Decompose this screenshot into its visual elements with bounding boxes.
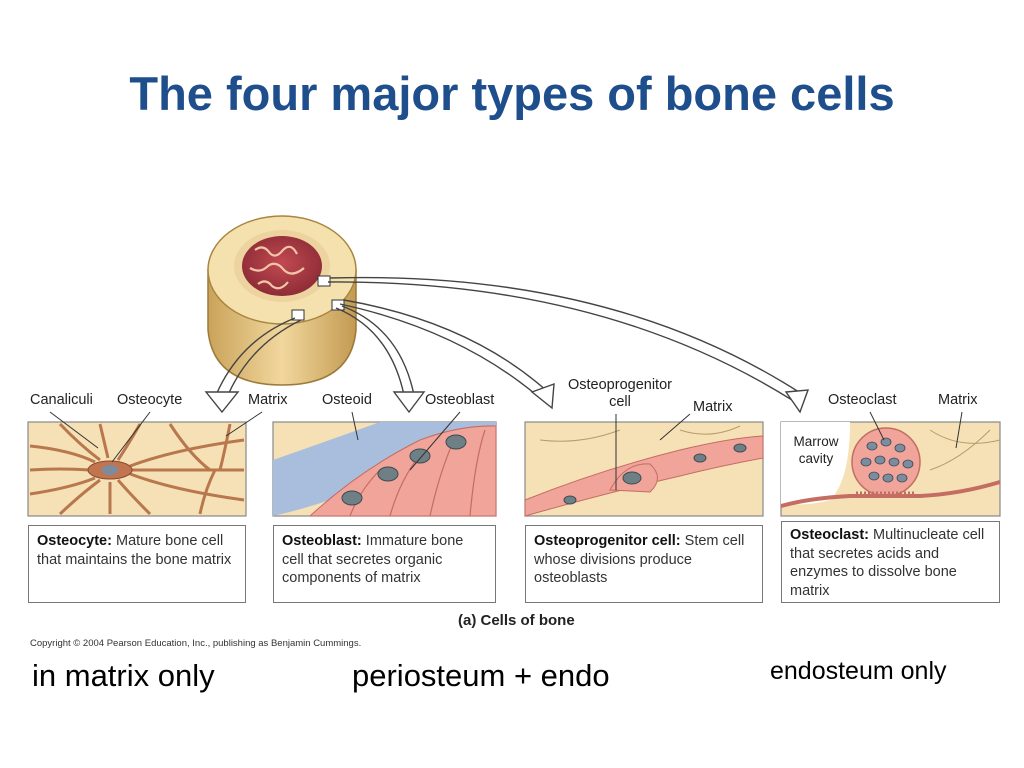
note-endosteum-only: endosteum only: [770, 657, 947, 685]
desc-osteoprogenitor: Osteoprogenitor cell: Stem cell whose di…: [525, 525, 763, 603]
desc-osteocyte: Osteocyte: Mature bone cell that maintai…: [28, 525, 246, 603]
label-osteocyte: Osteocyte: [117, 392, 183, 408]
label-marrow-cavity: Marrow cavity: [793, 434, 839, 466]
desc-osteoprogenitor-text: Stem cell whose divisions produce osteob…: [534, 533, 745, 586]
desc-osteoclast-text: Multinucleate cell that secretes acids a…: [790, 527, 985, 599]
label-canaliculi: Canaliculi: [30, 392, 93, 408]
label-matrix-1: Matrix: [248, 392, 288, 408]
label-osteoblast: Osteoblast: [425, 392, 495, 408]
panel-osteoclast: [780, 411, 1001, 517]
desc-osteoblast: Osteoblast: Immature bone cell that secr…: [273, 525, 496, 603]
note-matrix-only: in matrix only: [32, 658, 215, 693]
label-matrix-2: Matrix: [693, 399, 733, 415]
label-osteoprogenitor: Osteoprogenitor cell: [568, 377, 672, 410]
panel-osteocyte: [27, 411, 263, 517]
arrows: [215, 276, 803, 401]
bone-cross-section: [207, 215, 357, 386]
label-osteoclast: Osteoclast: [828, 392, 897, 408]
panel-osteoblast: [272, 411, 497, 517]
label-matrix-3: Matrix: [938, 392, 978, 408]
panel-osteoprogenitor: [524, 413, 764, 517]
desc-osteoclast: Osteoclast: Multinucleate cell that secr…: [781, 521, 1000, 603]
desc-osteocyte-name: Osteocyte:: [37, 533, 112, 549]
desc-osteoblast-text: Immature bone cell that secretes organic…: [282, 533, 464, 586]
figure-caption: (a) Cells of bone: [458, 612, 575, 629]
desc-osteoblast-name: Osteoblast:: [282, 533, 362, 549]
note-periosteum-endo: periosteum + endo: [352, 658, 610, 693]
desc-osteocyte-text: Mature bone cell that maintains the bone…: [37, 533, 232, 568]
label-osteoid: Osteoid: [322, 392, 372, 408]
desc-osteoclast-name: Osteoclast:: [790, 527, 869, 543]
slide-title: The four major types of bone cells: [129, 67, 895, 120]
desc-osteoprogenitor-name: Osteoprogenitor cell:: [534, 533, 681, 549]
copyright-text: Copyright © 2004 Pearson Education, Inc.…: [30, 638, 362, 649]
